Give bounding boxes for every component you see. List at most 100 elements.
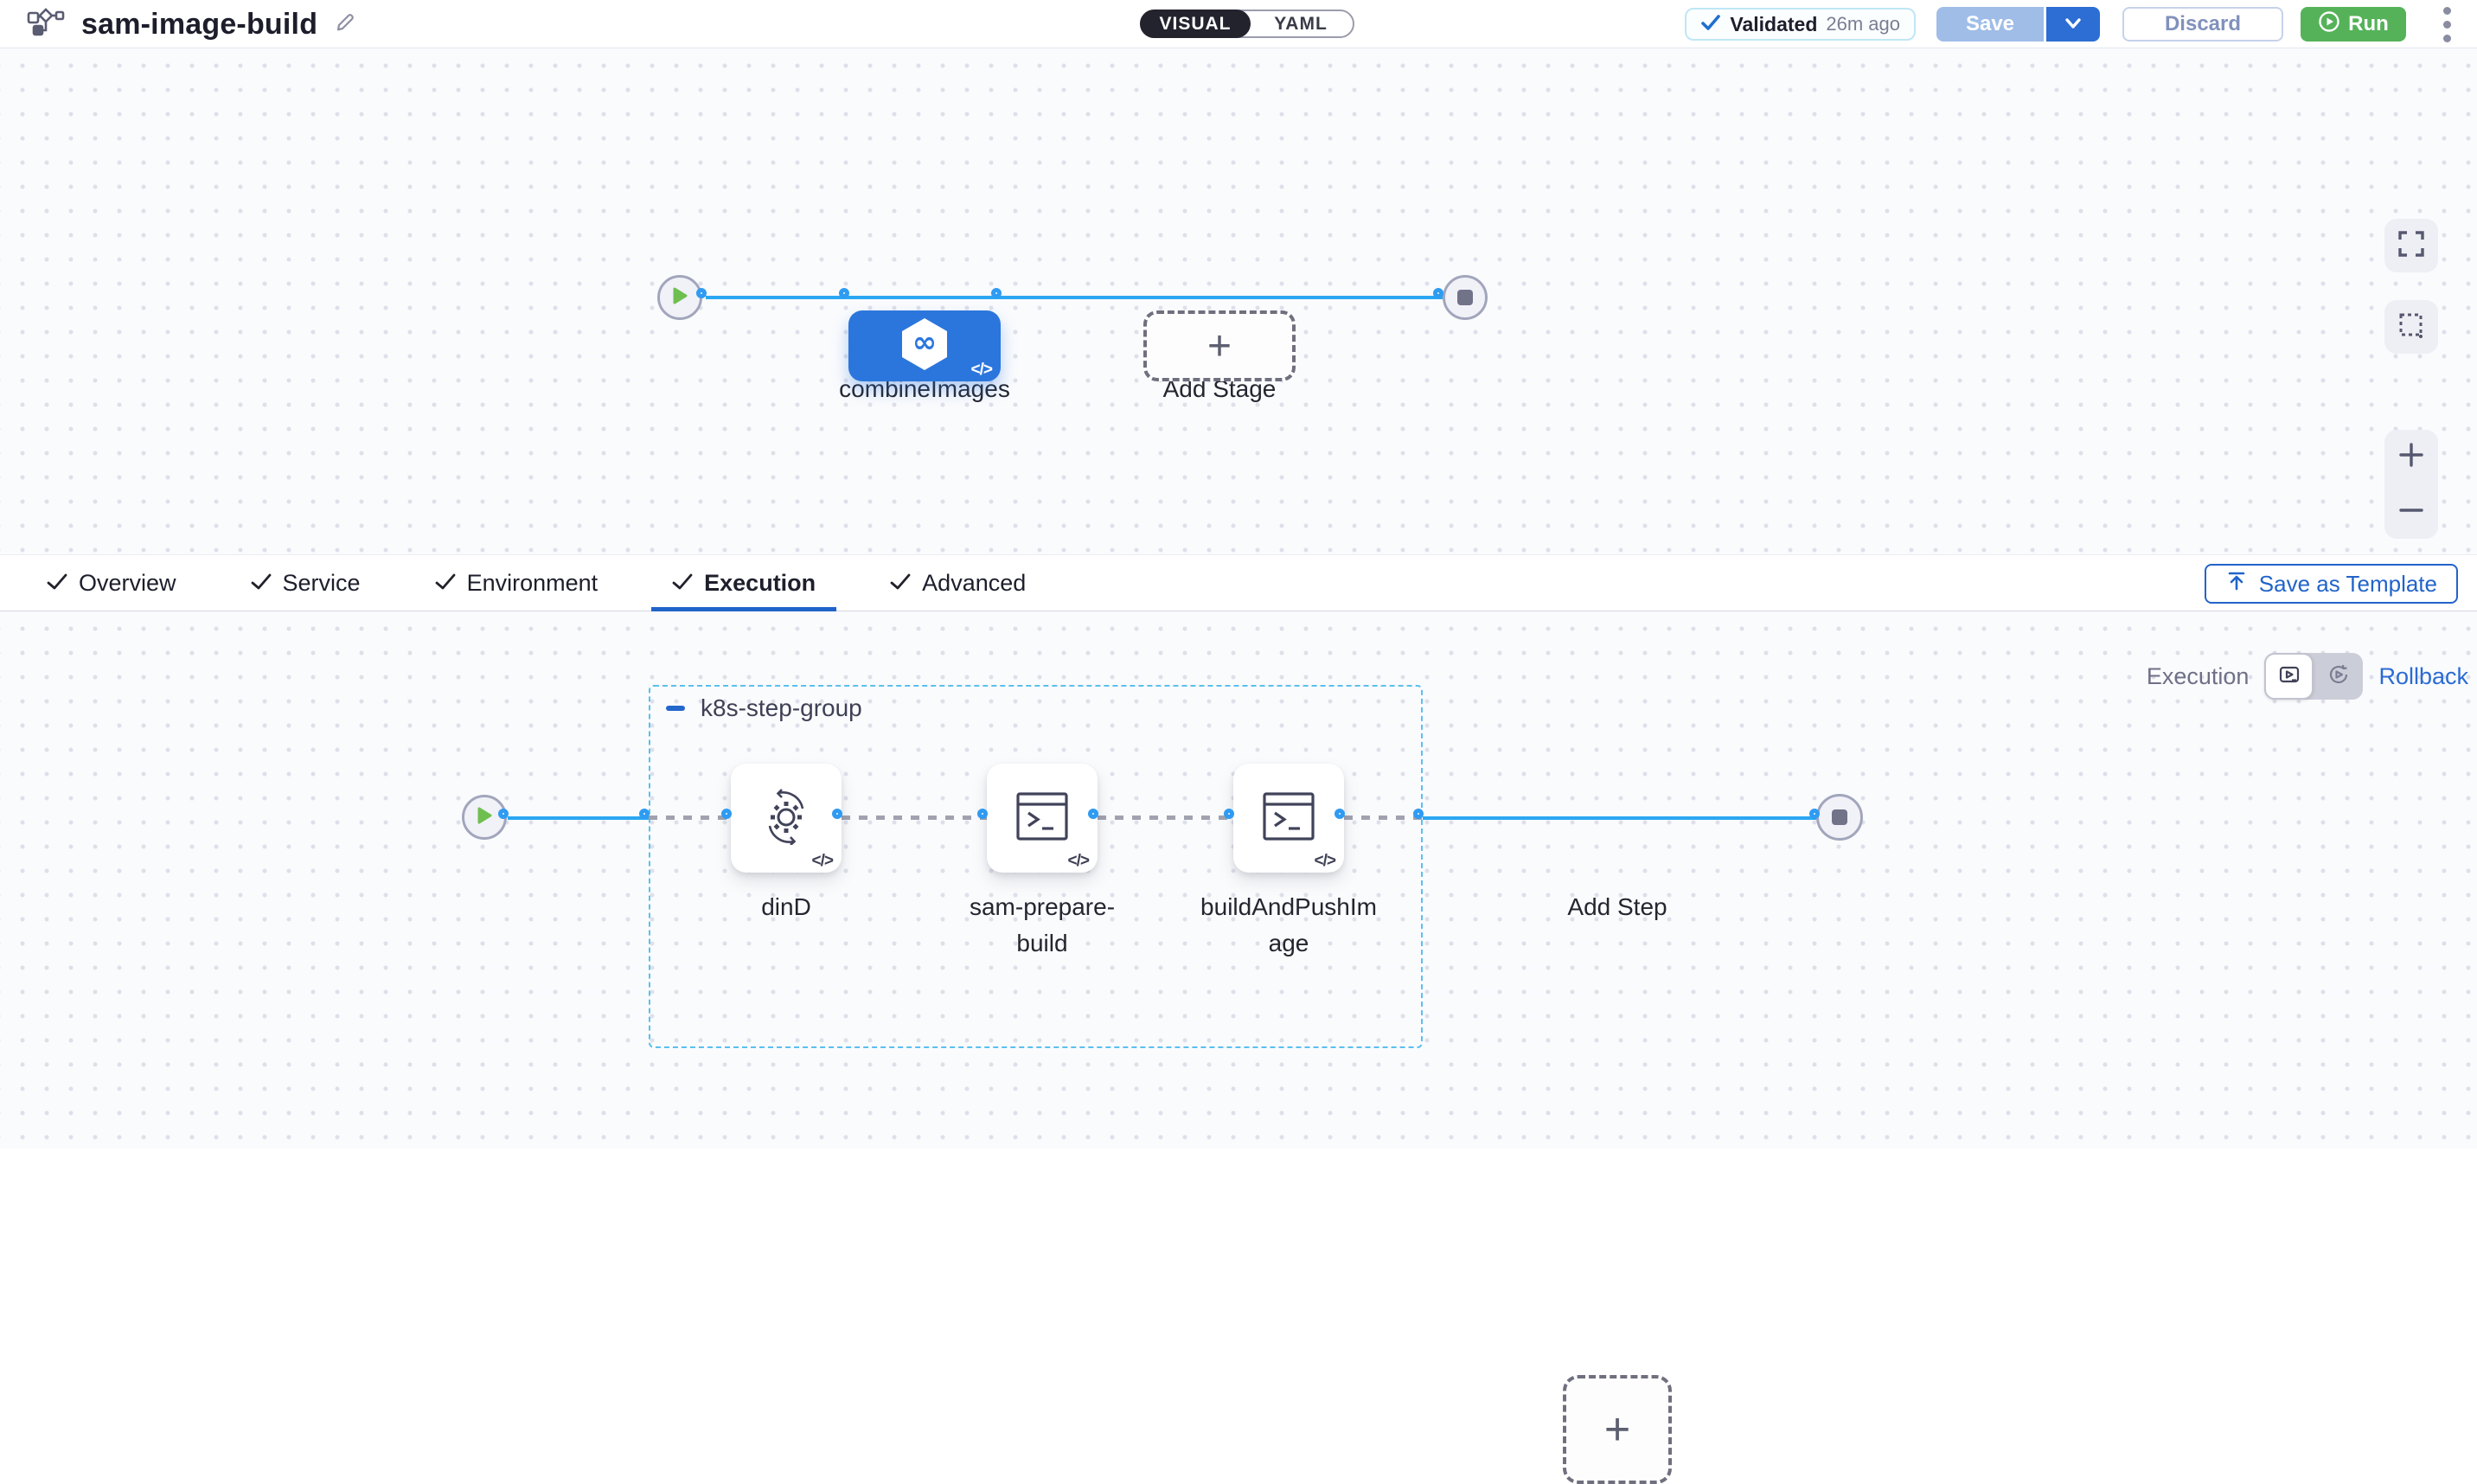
pipeline-end-node bbox=[1443, 275, 1488, 320]
validated-check-icon bbox=[1700, 13, 1721, 36]
marquee-select-icon bbox=[2397, 310, 2426, 344]
dashed-connector-line bbox=[1344, 816, 1423, 820]
stage-config-tabs: Overview Service Environment Execution A… bbox=[0, 554, 2477, 611]
connector-line bbox=[1423, 816, 1819, 820]
check-icon bbox=[435, 570, 456, 597]
connector-port[interactable] bbox=[1088, 809, 1098, 819]
plus-icon: + bbox=[1206, 323, 1232, 369]
step-label: dinD bbox=[761, 893, 811, 920]
execution-end-node bbox=[1816, 794, 1863, 841]
save-button[interactable]: Save bbox=[1936, 7, 2044, 42]
execution-mode-option[interactable] bbox=[2264, 653, 2314, 700]
tab-label: Execution bbox=[704, 569, 816, 596]
run-button[interactable]: Run bbox=[2301, 7, 2406, 42]
run-script-terminal-icon bbox=[1014, 790, 1071, 848]
plus-icon: + bbox=[1603, 1404, 1631, 1455]
connector-port[interactable] bbox=[991, 288, 1002, 298]
code-icon: </> bbox=[970, 361, 994, 379]
header: sam-image-build VISUAL YAML Validated 26… bbox=[0, 0, 2477, 48]
connector-port[interactable] bbox=[1335, 809, 1345, 819]
add-stage-button[interactable]: + bbox=[1143, 310, 1296, 381]
visual-yaml-toggle: VISUAL YAML bbox=[1140, 10, 1354, 38]
save-as-template-label: Save as Template bbox=[2258, 570, 2437, 597]
dashed-connector-line bbox=[842, 816, 987, 820]
connector-port[interactable] bbox=[839, 288, 849, 298]
connector-port[interactable] bbox=[498, 809, 509, 819]
connector-port[interactable] bbox=[977, 809, 988, 819]
tab-label: Advanced bbox=[922, 569, 1027, 596]
add-step-label: Add Step bbox=[1567, 893, 1667, 920]
connector-line bbox=[508, 816, 649, 820]
dashed-connector-line bbox=[649, 816, 731, 820]
zoom-out-button[interactable] bbox=[2384, 484, 2438, 539]
tab-label: Overview bbox=[79, 569, 176, 596]
connector-port[interactable] bbox=[639, 809, 650, 819]
step-label: sam-prepare-build bbox=[969, 893, 1116, 956]
stage-card-combineimages[interactable]: ∞ </> bbox=[848, 310, 1001, 381]
more-options-kebab-icon[interactable] bbox=[2435, 5, 2458, 43]
step-group-label: k8s-step-group bbox=[701, 694, 862, 721]
validated-badge[interactable]: Validated 26m ago bbox=[1685, 8, 1916, 41]
check-icon bbox=[672, 570, 693, 597]
code-icon: </> bbox=[1314, 852, 1337, 870]
fullscreen-button[interactable] bbox=[2384, 219, 2438, 272]
start-play-icon bbox=[671, 286, 688, 310]
execution-mode-label: Execution bbox=[2146, 662, 2250, 689]
ci-stage-hexagon-icon: ∞ bbox=[899, 317, 950, 376]
rollback-icon bbox=[2327, 662, 2351, 691]
check-icon bbox=[47, 570, 67, 597]
connector-port[interactable] bbox=[721, 809, 732, 819]
connector-port[interactable] bbox=[1224, 809, 1234, 819]
connector-port[interactable] bbox=[1413, 809, 1424, 819]
add-step-button[interactable]: + bbox=[1563, 1375, 1672, 1484]
connector-port[interactable] bbox=[832, 809, 842, 819]
tab-service[interactable]: Service bbox=[230, 555, 381, 611]
step-card-dind[interactable]: </> bbox=[731, 764, 842, 873]
tab-overview[interactable]: Overview bbox=[26, 555, 197, 611]
run-play-icon bbox=[2318, 10, 2340, 39]
connector-port[interactable] bbox=[1433, 288, 1443, 298]
zoom-out-icon bbox=[2397, 504, 2426, 520]
stop-square-icon bbox=[1457, 290, 1473, 305]
discard-button[interactable]: Discard bbox=[2122, 7, 2283, 42]
execution-canvas[interactable]: Execution bbox=[0, 611, 2477, 1484]
upload-icon bbox=[2225, 570, 2248, 598]
step-card-buildandpushimage[interactable]: </> bbox=[1233, 764, 1344, 873]
connector-line bbox=[706, 296, 1465, 299]
toggle-visual[interactable]: VISUAL bbox=[1140, 10, 1251, 38]
svg-text:∞: ∞ bbox=[912, 325, 937, 360]
check-icon bbox=[251, 570, 272, 597]
tab-label: Service bbox=[282, 569, 361, 596]
tab-environment[interactable]: Environment bbox=[414, 555, 619, 611]
save-dropdown-button[interactable] bbox=[2046, 7, 2100, 42]
connector-port[interactable] bbox=[696, 288, 707, 298]
start-play-icon bbox=[476, 806, 493, 829]
marquee-select-button[interactable] bbox=[2384, 300, 2438, 354]
stage-canvas[interactable]: ∞ </> + combineImages Add Stage bbox=[0, 48, 2477, 554]
zoom-in-icon bbox=[2397, 440, 2426, 474]
code-icon: </> bbox=[1067, 852, 1091, 870]
step-card-sam-prepare-build[interactable]: </> bbox=[987, 764, 1098, 873]
stop-square-icon bbox=[1832, 809, 1847, 825]
step-group-boundary[interactable] bbox=[649, 685, 1423, 1048]
tab-execution[interactable]: Execution bbox=[651, 555, 837, 611]
collapse-group-icon[interactable] bbox=[666, 706, 685, 711]
pipeline-start-node bbox=[657, 275, 702, 320]
tab-label: Environment bbox=[466, 569, 598, 596]
save-as-template-button[interactable]: Save as Template bbox=[2204, 564, 2458, 604]
tab-advanced[interactable]: Advanced bbox=[869, 555, 1046, 611]
validated-label: Validated bbox=[1730, 12, 1818, 35]
zoom-in-button[interactable] bbox=[2384, 430, 2438, 484]
rollback-mode-option[interactable] bbox=[2314, 653, 2363, 700]
pipeline-graph-icon bbox=[26, 7, 66, 42]
check-icon bbox=[890, 570, 911, 597]
edit-pencil-icon[interactable] bbox=[333, 10, 357, 39]
rollback-link[interactable]: Rollback bbox=[2378, 662, 2468, 689]
toggle-yaml[interactable]: YAML bbox=[1274, 13, 1328, 34]
zoom-panel bbox=[2384, 430, 2438, 539]
step-label: buildAndPushImage bbox=[1200, 893, 1377, 956]
connector-port[interactable] bbox=[1809, 809, 1820, 819]
fullscreen-icon bbox=[2397, 229, 2426, 263]
dashed-connector-line bbox=[1098, 816, 1233, 820]
